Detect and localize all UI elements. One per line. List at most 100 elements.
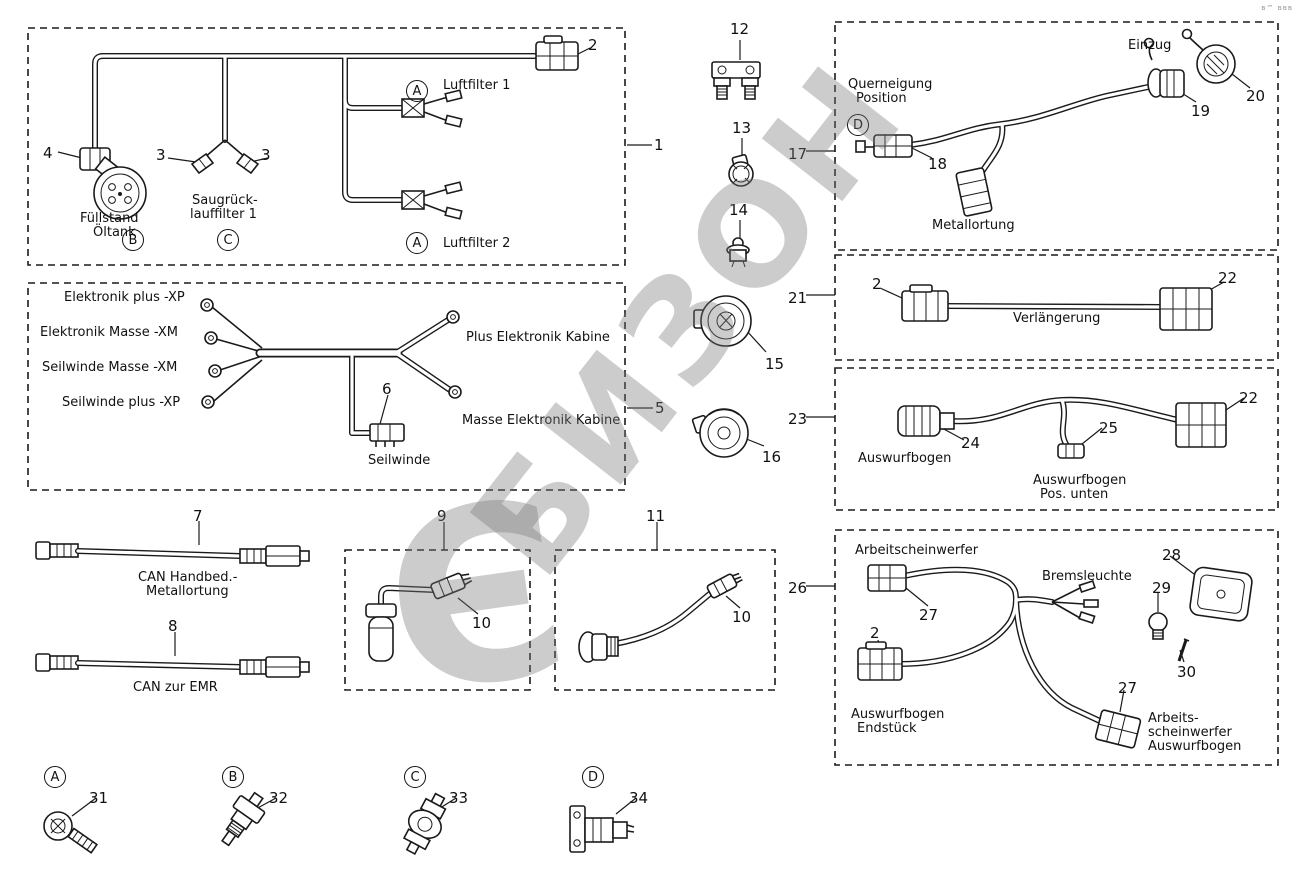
part-number-16: 16 bbox=[762, 448, 782, 466]
callout-5: 5 bbox=[655, 399, 665, 417]
callout-9: 9 bbox=[437, 507, 447, 525]
label-pos-unten-2: Pos. unten bbox=[1040, 487, 1109, 502]
label-luftfilter-1: Luftfilter 1 bbox=[443, 78, 511, 93]
circle-c-bottom: C bbox=[404, 766, 426, 788]
label-arbeits-2: scheinwerfer bbox=[1148, 725, 1232, 740]
label-arbeitscheinwerfer: Arbeitscheinwerfer bbox=[855, 543, 979, 558]
part-number-34: 34 bbox=[629, 789, 649, 807]
label-metallortung-r: Metallortung bbox=[932, 218, 1015, 233]
part32-drawing bbox=[221, 791, 266, 847]
label-auswurfbogen-23: Auswurfbogen bbox=[858, 451, 952, 466]
label-endstueck-2: Endstück bbox=[857, 721, 917, 736]
box-26-outline bbox=[834, 529, 1279, 766]
part12-drawing bbox=[711, 61, 761, 100]
part-number-20: 20 bbox=[1246, 87, 1266, 105]
part33-drawing bbox=[402, 792, 447, 856]
dashed-boxes bbox=[27, 21, 1279, 766]
part-number-19: 19 bbox=[1191, 102, 1211, 120]
part15-drawing bbox=[693, 295, 752, 347]
part-number-31: 31 bbox=[89, 789, 109, 807]
callout-21: 21 bbox=[788, 289, 808, 307]
part-number-2b: 2 bbox=[872, 275, 882, 293]
label-seilwinde: Seilwinde bbox=[368, 453, 431, 468]
label-masse-kabine: Masse Elektronik Kabine bbox=[462, 413, 621, 428]
box-harness1-outline bbox=[27, 27, 626, 266]
box-21-outline bbox=[834, 254, 1279, 361]
part-number-2c: 2 bbox=[870, 624, 880, 642]
box-11-outline bbox=[554, 549, 776, 691]
label-saugrueck-2: lauffilter 1 bbox=[190, 207, 257, 222]
label-elektronik-masse: Elektronik Masse -XM bbox=[40, 325, 178, 340]
box17-drawing bbox=[855, 28, 1236, 217]
label-arbeits-1: Arbeits- bbox=[1148, 711, 1199, 726]
circle-d: D bbox=[847, 114, 869, 136]
label-position: Position bbox=[856, 91, 907, 106]
callout-11: 11 bbox=[646, 507, 666, 525]
callout-1: 1 bbox=[654, 136, 664, 154]
cable11-drawing bbox=[578, 572, 743, 663]
part-number-3a: 3 bbox=[156, 146, 166, 164]
circle-b-bottom: B bbox=[222, 766, 244, 788]
label-endstueck-1: Auswurfbogen bbox=[851, 707, 945, 722]
cable7-drawing bbox=[35, 541, 310, 567]
circle-b: B bbox=[122, 229, 144, 251]
callout-7: 7 bbox=[193, 507, 203, 525]
part-number-12: 12 bbox=[730, 20, 750, 38]
circle-a-luftfilter1: A bbox=[406, 80, 428, 102]
part-number-6: 6 bbox=[382, 380, 392, 398]
part-number-3b: 3 bbox=[261, 146, 271, 164]
part-number-29: 29 bbox=[1152, 579, 1172, 597]
label-querneigung: Querneigung bbox=[848, 77, 933, 92]
callout-26: 26 bbox=[788, 579, 808, 597]
part14-drawing bbox=[726, 237, 750, 268]
label-arbeits-3: Auswurfbogen bbox=[1148, 739, 1242, 754]
part-number-24: 24 bbox=[961, 434, 981, 452]
leader-lines bbox=[57, 40, 1251, 817]
part-number-22b: 22 bbox=[1239, 389, 1259, 407]
part-number-30: 30 bbox=[1177, 663, 1197, 681]
part-number-18: 18 bbox=[928, 155, 948, 173]
box-9-outline bbox=[344, 549, 531, 691]
part-number-32: 32 bbox=[269, 789, 289, 807]
box23-drawing bbox=[897, 396, 1227, 459]
circle-a-luftfilter2: A bbox=[406, 232, 428, 254]
part13-drawing bbox=[728, 154, 754, 187]
part-number-22a: 22 bbox=[1218, 269, 1238, 287]
part-number-2: 2 bbox=[588, 36, 598, 54]
cable8-drawing bbox=[35, 653, 310, 678]
circle-a-bottom: A bbox=[44, 766, 66, 788]
label-seilwinde-masse: Seilwinde Masse -XM bbox=[42, 360, 178, 375]
callout-17: 17 bbox=[788, 145, 808, 163]
harness1-drawing bbox=[79, 35, 579, 220]
part-number-28: 28 bbox=[1162, 546, 1182, 564]
label-elektronik-plus: Elektronik plus -XP bbox=[64, 290, 185, 305]
label-einzug: Einzug bbox=[1128, 38, 1172, 53]
harness5-drawing bbox=[200, 298, 462, 447]
label-luftfilter-2: Luftfilter 2 bbox=[443, 236, 511, 251]
part34-drawing bbox=[569, 805, 635, 853]
callout-8: 8 bbox=[168, 617, 178, 635]
box21-drawing bbox=[901, 284, 1213, 331]
circle-d-bottom: D bbox=[582, 766, 604, 788]
label-can-handbed: CAN Handbed.- bbox=[138, 570, 238, 585]
part-number-10a: 10 bbox=[472, 614, 492, 632]
label-saugrueck-1: Saugrück- bbox=[192, 193, 258, 208]
part31-drawing bbox=[43, 811, 99, 854]
label-bremsleuchte: Bremsleuchte bbox=[1042, 569, 1132, 584]
corner-mark: в™ ввв bbox=[1261, 4, 1293, 12]
label-fuellstand: Füllstand bbox=[80, 211, 139, 226]
part-number-25: 25 bbox=[1099, 419, 1119, 437]
label-verlaengerung: Verlängerung bbox=[1013, 311, 1101, 326]
label-seilwinde-plus: Seilwinde plus -XP bbox=[62, 395, 181, 410]
part-number-4: 4 bbox=[43, 144, 53, 162]
part-number-27b: 27 bbox=[1118, 679, 1138, 697]
label-pos-unten-1: Auswurfbogen bbox=[1033, 473, 1127, 488]
box26-drawing bbox=[857, 564, 1253, 749]
box-harness5-outline bbox=[27, 282, 626, 491]
part-number-27a: 27 bbox=[919, 606, 939, 624]
part-number-14: 14 bbox=[729, 201, 749, 219]
box-17-outline bbox=[834, 21, 1279, 251]
part-number-13: 13 bbox=[732, 119, 752, 137]
